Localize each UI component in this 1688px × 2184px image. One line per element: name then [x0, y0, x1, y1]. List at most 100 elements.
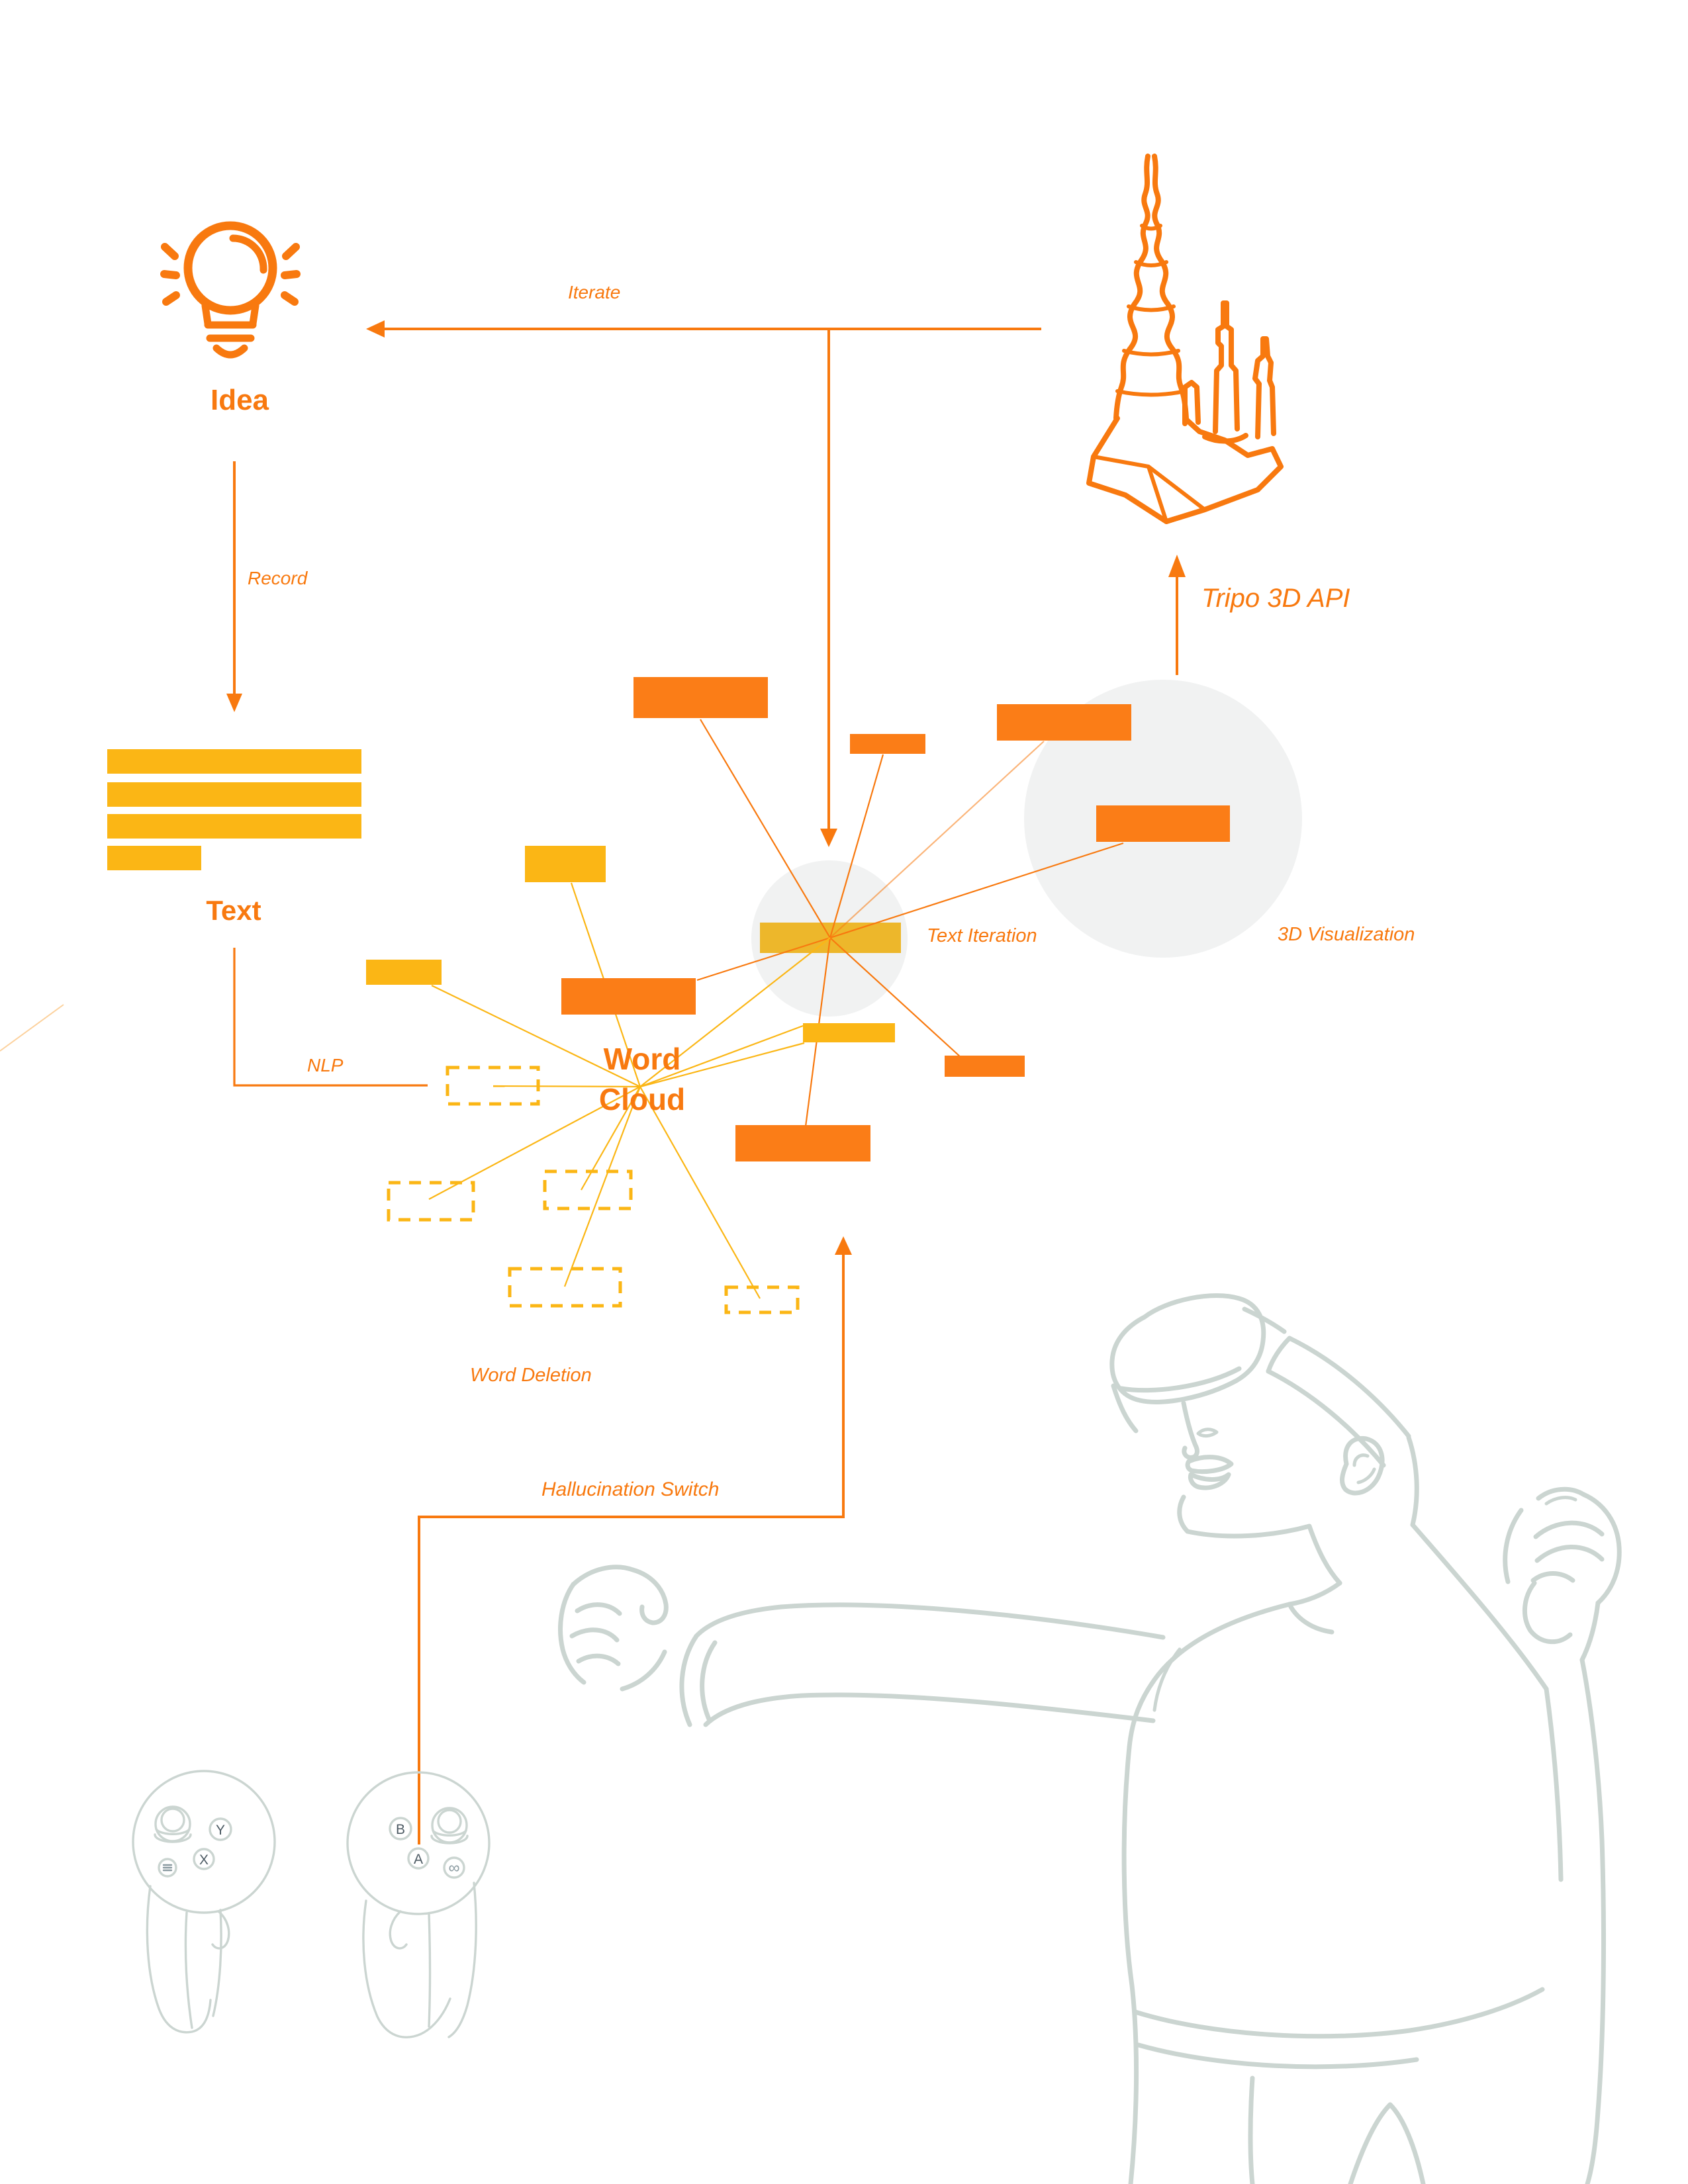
deleted-word-box [543, 1169, 633, 1210]
a-button-label: A [414, 1852, 423, 1867]
link-cloud-box [563, 1086, 641, 1287]
shirt-hem [1136, 2042, 1419, 2070]
word-tile [850, 734, 925, 754]
controller-face [132, 1770, 276, 1914]
hallucination-arrowhead [835, 1236, 852, 1255]
face-lower-lip [1188, 1472, 1231, 1490]
a-button [407, 1847, 430, 1870]
link-cloud-box [639, 1086, 761, 1299]
nlp-line [233, 948, 428, 1087]
left-controller-labels: Y X [199, 1823, 225, 1868]
pants-split [1348, 2102, 1426, 2184]
face-temple [1111, 1383, 1139, 1433]
hallucination-switch-line [418, 1255, 845, 1844]
link-cloud-tile [639, 1042, 805, 1088]
nlp-edge-label: NLP [307, 1055, 344, 1075]
bulb-ray [281, 270, 301, 279]
extended-arm-bottom [703, 1692, 1156, 1727]
iterate-edge-label: Iterate [568, 282, 621, 302]
word-tile [633, 677, 768, 718]
b-button-label: B [396, 1822, 405, 1837]
word-tile [366, 960, 442, 985]
controller-face [346, 1771, 491, 1915]
hamburger-menu-icon [162, 1864, 173, 1872]
text-bar [107, 846, 201, 870]
chest [1127, 1602, 1292, 1750]
text-bar [107, 749, 361, 774]
x-button [193, 1848, 215, 1870]
face-chin [1177, 1494, 1190, 1534]
y-button [209, 1817, 232, 1841]
face-nose [1181, 1400, 1199, 1460]
shoulder-back [1410, 1522, 1549, 1692]
deleted-word-box [445, 1066, 540, 1106]
menu-button [158, 1858, 177, 1878]
word-tile [803, 1023, 895, 1042]
tripo-api-arrowhead [1168, 555, 1186, 577]
deleted-word-box [724, 1285, 800, 1314]
headset-strap [1287, 1336, 1411, 1439]
link-hub-tile [829, 842, 1124, 939]
link-cloud-hub [639, 937, 831, 1087]
link-hub-tile [829, 937, 962, 1058]
iterate-arrowhead [366, 320, 385, 338]
text-iteration-label: Text Iteration [927, 925, 1037, 946]
word-tile [561, 978, 696, 1015]
bulb-ray [160, 270, 180, 279]
3d-visualization-label: 3D Visualization [1278, 924, 1415, 945]
vr-headset-visor-edge [1119, 1366, 1242, 1393]
trigger [211, 1910, 230, 1950]
text-node-label: Text [206, 895, 261, 926]
hallucination-switch-label: Hallucination Switch [541, 1479, 720, 1500]
sleeve-cuff [679, 1633, 699, 1727]
extended-arm-top [694, 1602, 1166, 1640]
gripping-hand [571, 1565, 635, 1587]
deleted-word-boxes [387, 1066, 800, 1314]
pants-crease [1248, 2075, 1255, 2184]
word-tile [735, 1125, 870, 1161]
bulb-ray [281, 291, 299, 306]
idea-node-label: Idea [210, 384, 269, 416]
link-cloud-tile [431, 985, 641, 1087]
b-button [389, 1817, 412, 1841]
wrist [1579, 1600, 1601, 1662]
record-arrowhead [226, 694, 242, 712]
left-controller-illustration [132, 1770, 276, 2034]
link-hub-tile [696, 936, 831, 981]
word-tile [1096, 805, 1230, 842]
text-bar [107, 782, 361, 807]
face-ear [1340, 1435, 1385, 1496]
trigger [389, 1910, 408, 1950]
word-tile [997, 704, 1131, 741]
stray-link-line [0, 1004, 64, 1052]
deleted-word-box [508, 1267, 622, 1308]
iterate-branch-arrowhead [820, 829, 837, 847]
flow-arrows [233, 328, 1178, 1844]
face-eye [1196, 1428, 1219, 1438]
3d-city-illustration [1086, 154, 1284, 524]
arrowheads [226, 320, 1186, 1255]
record-edge-label: Record [248, 568, 308, 588]
bulb-ray [282, 243, 300, 260]
face-upper-lip [1185, 1455, 1234, 1475]
sleeve-cuff [700, 1640, 718, 1723]
word-tile [945, 1056, 1025, 1077]
word-deletion-label: Word Deletion [470, 1365, 592, 1386]
controller-grip [362, 1899, 451, 2038]
right-controller-illustration [346, 1771, 491, 2038]
headset-strap [1266, 1369, 1386, 1468]
torso-right [1579, 1657, 1606, 2184]
bulb-ray [161, 243, 179, 260]
raised-hand [1536, 1486, 1586, 1501]
deleted-word-box [387, 1181, 475, 1222]
word-tiles [366, 677, 1230, 1161]
shirt-hem [1133, 1987, 1545, 2039]
thumbstick-icon [431, 1807, 468, 1844]
link-hub-tile [700, 719, 831, 938]
face-jaw [1185, 1524, 1312, 1539]
right-controller-labels: B A ∞ [396, 1822, 460, 1877]
y-button-label: Y [216, 1823, 225, 1838]
link-cloud-box [428, 1086, 641, 1200]
